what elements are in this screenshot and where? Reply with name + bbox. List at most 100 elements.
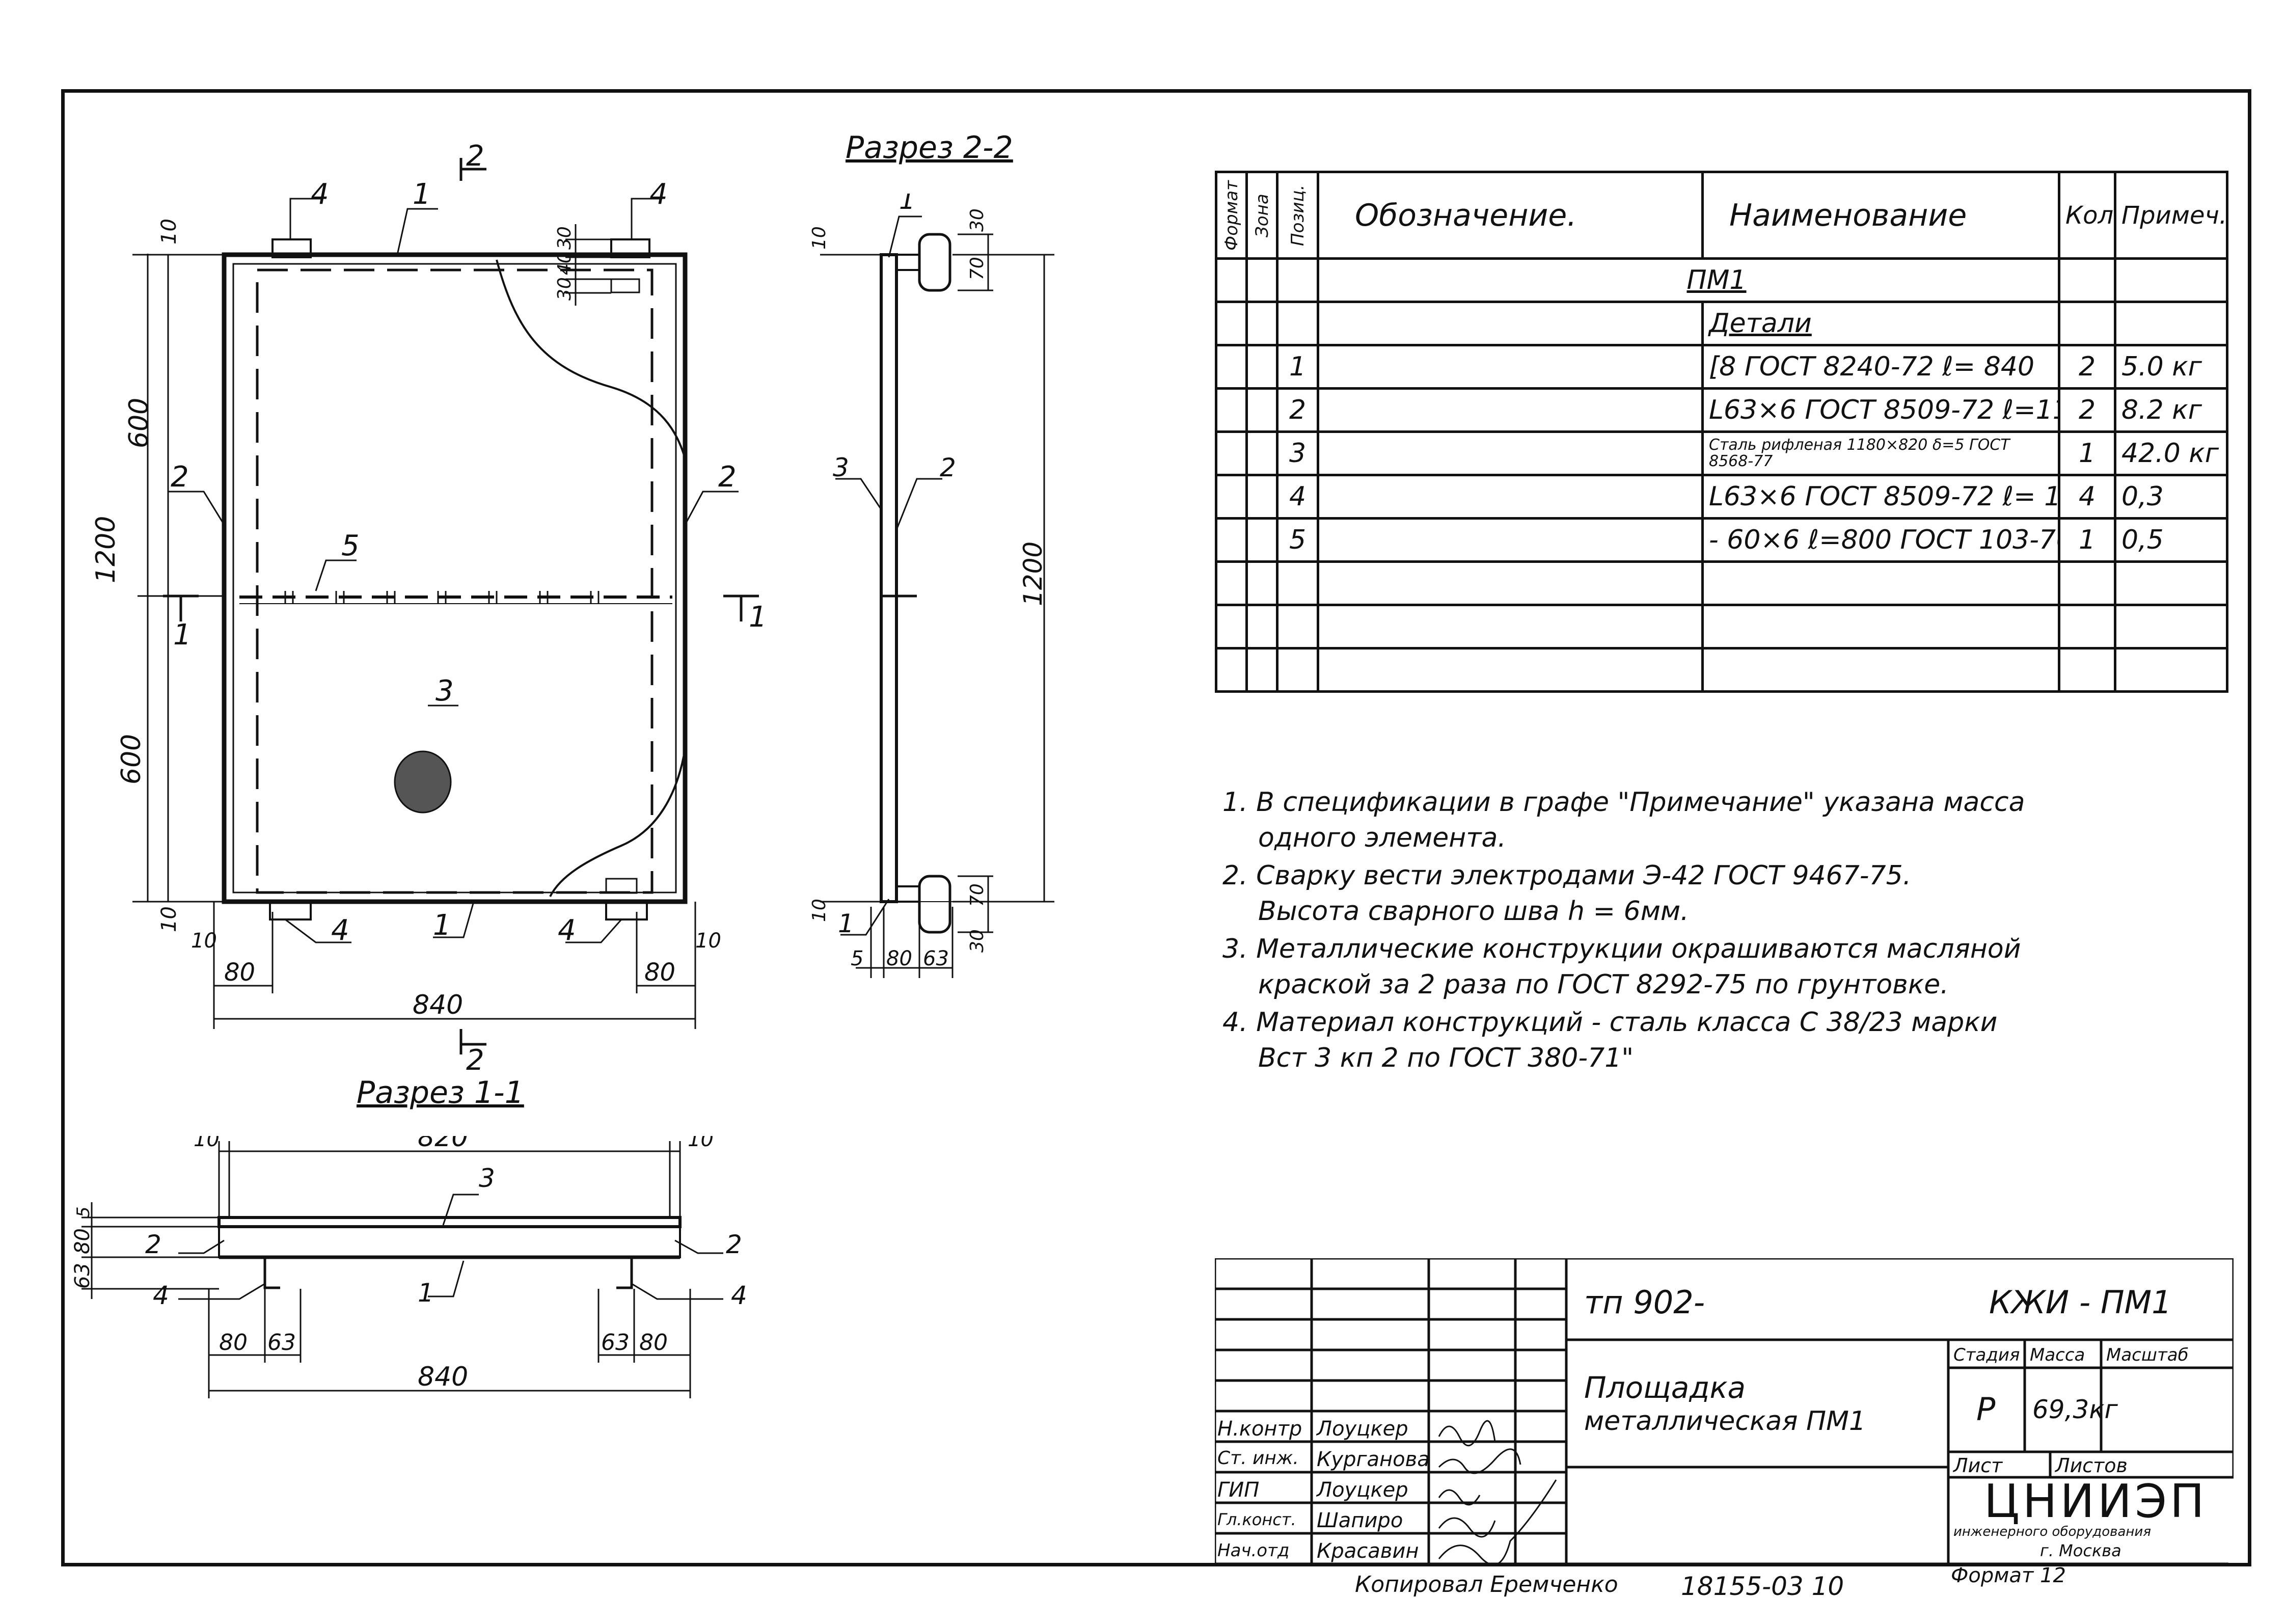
sec11-dim-5: 5 [73,1206,94,1217]
sec22-dim-63: 63 [923,947,949,970]
section-2-2-drawing: 1 3 2 1 10 30 70 1200 70 30 10 5 80 63 [809,194,1054,978]
sec11-label-3: 3 [479,1163,495,1193]
sec22-label-2: 2 [940,453,956,482]
role-nach-otd: Нач.отд [1217,1540,1290,1561]
dim-30-a: 30 [554,226,575,250]
name-gip: Лоуцкер [1317,1478,1408,1502]
spec-section-row: Детали [1215,301,2228,346]
spec-cell-qty: 1 [2058,517,2116,563]
spec-cell-name: - 60×6 ℓ=800 ГОСТ 103-76 [1701,517,2060,563]
organization-line3: г. Москва [2040,1541,2121,1560]
name-n-kontr: Лоуцкер [1317,1417,1408,1441]
section-1-1-drawing: 10 820 10 3 2 2 4 4 1 5 80 63 80 63 63 8… [71,1136,747,1398]
title-block: тп 902- КЖИ - ПМ1 Площадка металлическая… [1215,1258,2234,1564]
note-item: 2. Сварку вести электродами Э-42 ГОСТ 94… [1222,860,1912,927]
drawing-title-line1: Площадка [1584,1370,1746,1405]
sec11-dim-820: 820 [418,1136,468,1153]
dim-600-bottom: 600 [116,734,147,784]
plan-drawing: 2 2 1 1 1 1 2 2 3 4 4 4 4 5 1200 600 600… [91,140,767,1077]
spec-cell-qty: 1 [2058,430,2116,476]
table-row: 4 L63×6 ГОСТ 8509-72 ℓ= 100 4 0,3 [1215,474,2228,520]
sec11-dim-10-right: 10 [688,1136,714,1151]
sec22-dim-70-top: 70 [967,257,988,280]
spec-cell-name: [8 ГОСТ 8240-72 ℓ= 840 [1701,344,2060,390]
sec22-label-1-top: 1 [899,194,915,215]
spec-cell-pos: 3 [1276,430,1319,476]
sheets-label: Листов [2055,1454,2128,1477]
spec-group-row: ПМ1 [1215,257,2228,303]
spec-header-format: Формат [1216,172,1247,259]
name-st-inzh: Курганова [1317,1448,1430,1471]
sec22-dim-5: 5 [851,947,863,970]
note-item: 1. В спецификации в графе "Примечание" у… [1222,787,2025,853]
sec11-label-4-left: 4 [153,1281,169,1310]
copied-by: Копировал Еремченко [1355,1572,1618,1598]
sec11-dim-80-bl: 80 [219,1330,248,1356]
note-item: 3. Металлические конструкции окрашиваютс… [1222,934,2021,1000]
role-gip: ГИП [1217,1478,1260,1502]
table-row: 5 - 60×6 ℓ=800 ГОСТ 103-76 1 0,5 [1215,517,2228,563]
spec-header-designation: Обозначение. [1317,171,1704,260]
dim-10-right: 10 [695,929,721,953]
dim-80-left: 80 [224,958,255,987]
drawing-title-line2: металлическая ПМ1 [1584,1406,1866,1437]
sec11-dim-63-br: 63 [601,1330,630,1356]
spec-cell-note: 0,5 [2114,517,2228,563]
organization-name: ЦНИИЭП [1984,1475,2208,1528]
sec11-label-2-left: 2 [145,1230,161,1259]
dim-40: 40 [554,252,575,275]
sec22-label-3: 3 [833,453,849,482]
specification-table: Формат Зона Позиц. Обозначение. Наименов… [1215,171,2228,693]
spec-cell-qty: 4 [2058,474,2116,520]
spec-cell-qty: 2 [2058,344,2116,390]
pos-3-label: 3 [436,674,454,708]
sec22-dim-30-top: 30 [967,208,988,232]
table-row: 2 L63×6 ГОСТ 8509-72 ℓ=1190 2 8.2 кг [1215,387,2228,433]
spec-cell-name: Сталь рифленая 1180×820 δ=5 ГОСТ 8568-77 [1701,430,2060,476]
table-row [1215,604,2228,649]
name-gl-konst: Шапиро [1317,1509,1403,1532]
role-st-inzh: Ст. инж. [1217,1448,1299,1469]
drawing-frame [61,89,2251,1566]
pos-1-top-label: 1 [413,178,431,211]
table-row: 3 Сталь рифленая 1180×820 δ=5 ГОСТ 8568-… [1215,430,2228,476]
sec11-dim-840: 840 [418,1362,468,1392]
sec11-dim-80-br: 80 [639,1330,668,1356]
spec-cell-note: 8.2 кг [2114,387,2228,433]
mass-label: Масса [2030,1345,2085,1365]
pos-5-label: 5 [341,529,360,562]
dim-30-b: 30 [554,277,575,301]
spec-header-pos: Позиц. [1277,172,1318,259]
spec-cell-pos: 1 [1276,344,1319,390]
section-2-2-title: Разрез 2-2 [846,130,1013,166]
pos-1-bottom-label: 1 [433,909,451,942]
sec11-dim-10-left: 10 [194,1136,220,1151]
spec-cell-note: 42.0 кг [2114,430,2228,476]
cut-1-right-label: 1 [749,601,767,634]
pos-2-left-label: 2 [171,461,189,494]
table-row [1215,560,2228,606]
table-row [1215,647,2228,693]
spec-cell-name: L63×6 ГОСТ 8509-72 ℓ=1190 [1701,387,2060,433]
name-nach-otd: Красавин [1317,1539,1419,1563]
archive-number: 18155-03 10 [1681,1572,1844,1601]
signatures [1438,1420,1557,1564]
sec22-dim-80: 80 [886,947,912,970]
dim-10-left: 10 [191,929,217,953]
document-code-left: тп 902- [1584,1284,1705,1321]
dim-80-right: 80 [644,958,675,987]
spec-header-row: Формат Зона Позиц. Обозначение. Наименов… [1216,171,2228,260]
pos-4-br-label: 4 [558,914,576,947]
sec22-dim-10-top: 10 [809,226,830,250]
stage-label: Стадия [1953,1345,2020,1365]
spec-cell-pos: 2 [1276,387,1319,433]
cut-1-left-label: 1 [173,618,192,652]
spec-header-qty: Кол. [2058,171,2116,260]
spec-cell-note: 5.0 кг [2114,344,2228,390]
spec-cell-note: 0,3 [2114,474,2228,520]
spec-header-note: Примеч. [2114,171,2228,260]
note-item: 4. Материал конструкций - сталь класса С… [1222,1007,1998,1073]
pos-2-right-label: 2 [718,461,737,494]
sec11-label-4-right: 4 [731,1281,747,1310]
stage-value: Р [1976,1391,1996,1428]
